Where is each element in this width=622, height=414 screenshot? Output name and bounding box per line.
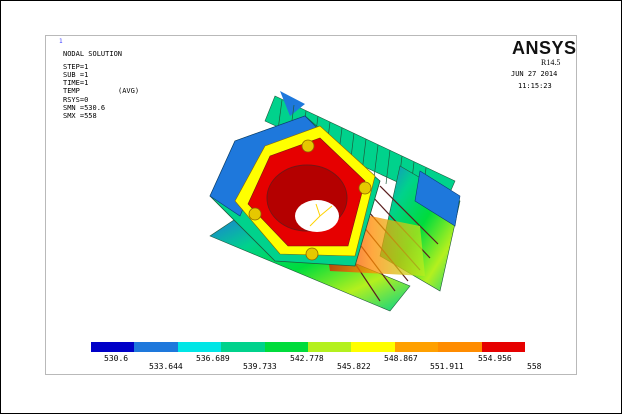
result-name: TEMP [63, 87, 80, 95]
blue-boss-right [414, 170, 461, 227]
rsys-line: RSYS=0 [63, 96, 89, 104]
bolt-holes [248, 139, 372, 261]
triad-label: 1 [59, 38, 63, 45]
run-time: 11:15:23 [518, 82, 552, 90]
legend-swatch [438, 342, 482, 352]
legend-swatch [134, 342, 178, 352]
legend-swatch [481, 342, 526, 352]
run-date: JUN 27 2014 [511, 70, 558, 78]
smx-line: SMX =558 [63, 112, 97, 120]
legend-swatch [308, 342, 352, 352]
legend-swatch [394, 342, 439, 352]
legend-swatch [177, 342, 222, 352]
time-line: TIME=1 [63, 79, 89, 87]
ansys-logo: ANSYS [512, 38, 577, 58]
release-version: R14.5 [541, 58, 561, 67]
result-avg: (AVG) [118, 87, 140, 95]
smn-line: SMN =530.6 [63, 104, 106, 112]
legend-swatch [221, 342, 265, 352]
cylinder-head-model[interactable] [180, 86, 480, 316]
legend-swatch [91, 342, 135, 352]
coordinate-triad [309, 203, 333, 227]
result-item: TEMP (AVG) [63, 87, 139, 95]
bore-opening [295, 200, 339, 232]
solution-title: NODAL SOLUTION [63, 50, 123, 58]
color-legend [91, 342, 526, 352]
legend-swatch [264, 342, 309, 352]
legend-swatch [351, 342, 395, 352]
sub-line: SUB =1 [63, 71, 89, 79]
step-line: STEP=1 [63, 63, 89, 71]
